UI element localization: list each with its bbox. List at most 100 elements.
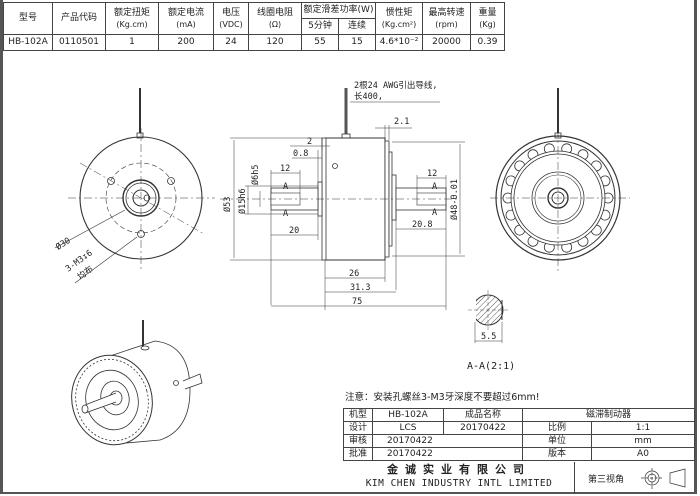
side-grommet bbox=[341, 133, 351, 139]
cell-inertia: 4.6*10⁻² bbox=[375, 34, 423, 51]
dim-2-1: 2.1 bbox=[394, 117, 409, 127]
weight-unit: (Kg) bbox=[479, 19, 496, 29]
cell-slip-5min: 55 bbox=[301, 34, 339, 51]
section-mark-right-top: A bbox=[432, 182, 437, 192]
dim-d48: Ø48-0.01 bbox=[449, 179, 460, 220]
iso-scallop-ring bbox=[75, 358, 149, 442]
inertia-unit: (Kg.cm²) bbox=[381, 19, 417, 29]
header-product-code: 产品代码 bbox=[52, 2, 106, 35]
inertia-label: 惯性矩 bbox=[385, 7, 413, 18]
cell-rated-torque: 1 bbox=[105, 34, 159, 51]
rated-current-label: 额定电流 bbox=[167, 7, 204, 18]
weight-label: 重量 bbox=[478, 7, 497, 18]
mount-hole bbox=[107, 177, 115, 185]
wire-note-2: 长400, bbox=[354, 91, 383, 102]
max-speed-label: 最高转速 bbox=[428, 7, 465, 18]
side-hole bbox=[332, 163, 338, 169]
iso-rear-shaft bbox=[182, 373, 203, 390]
dim-12-left: 12 bbox=[280, 164, 290, 174]
design-date: 20170422 bbox=[443, 421, 523, 435]
right-hub bbox=[391, 174, 397, 221]
mount-hole bbox=[167, 177, 175, 185]
dim-2: 2 bbox=[307, 137, 312, 147]
company-name-en: KIM CHEN INDUSTRY INTL LIMITED bbox=[365, 478, 553, 489]
company-name-cn: 金诚实业有限公司 bbox=[387, 463, 531, 476]
dim-0-8: 0.8 bbox=[293, 149, 308, 159]
header-max-speed: 最高转速(rpm) bbox=[422, 2, 471, 35]
design-value: LCS bbox=[372, 421, 444, 435]
third-angle-projection-icon bbox=[641, 468, 686, 489]
dim-d6h5: Ø6h5 bbox=[250, 165, 261, 185]
cell-weight: 0.39 bbox=[470, 34, 505, 51]
dim-20-8: 20.8 bbox=[412, 220, 432, 230]
version-label: 版本 bbox=[522, 447, 592, 461]
cell-rated-current: 200 bbox=[158, 34, 214, 51]
section-mark-left-bottom: A bbox=[283, 209, 288, 219]
model-label: 机型 bbox=[343, 408, 373, 422]
header-model: 型号 bbox=[3, 2, 53, 35]
front-view: Ø30 3-M3↧6 均布 bbox=[54, 88, 215, 284]
rear-shaft-collar bbox=[547, 187, 569, 209]
wire-note-1: 2根24 AWG引出导线, bbox=[354, 80, 437, 91]
scale-value: 1:1 bbox=[591, 421, 695, 435]
cell-max-speed: 20000 bbox=[422, 34, 471, 51]
unit-label: 单位 bbox=[522, 434, 592, 448]
iso-side-hole bbox=[173, 380, 179, 386]
scale-label: 比例 bbox=[522, 421, 592, 435]
section-mark-right-bottom: A bbox=[432, 208, 437, 218]
wire-grommet bbox=[136, 132, 144, 139]
leader-d30 bbox=[54, 209, 126, 249]
design-label: 设计 bbox=[343, 421, 373, 435]
iso-shaft-end bbox=[81, 404, 89, 414]
max-speed-unit: (rpm) bbox=[435, 19, 458, 29]
projection-label: 第三视角 bbox=[588, 475, 625, 485]
dim-31-3: 31.3 bbox=[350, 283, 370, 293]
side-view: 2根24 AWG引出导线, 长400, Ø53 Ø15h6 Ø6h5 2 0.8… bbox=[220, 80, 465, 310]
header-voltage: 电压(VDC) bbox=[213, 2, 249, 35]
review-value: 20170422 bbox=[372, 434, 523, 448]
leader-holes bbox=[74, 236, 138, 284]
warning-note: 注意：安装孔螺丝3-M3牙深度不要超过6mm! bbox=[345, 392, 540, 403]
voltage-label: 电压 bbox=[221, 7, 240, 18]
dim-20: 20 bbox=[289, 226, 299, 236]
title-block: 机型 HB-102A 成品名称 磁滞制动器 设计 LCS 20170422 比例… bbox=[343, 408, 695, 461]
section-label: A-A(2:1) bbox=[467, 361, 515, 372]
product-name-value: 磁滞制动器 bbox=[522, 408, 695, 422]
dim-5-5: 5.5 bbox=[481, 332, 496, 342]
header-inertia: 惯性矩(Kg.cm²) bbox=[375, 2, 423, 35]
dim-75: 75 bbox=[352, 297, 362, 307]
review-label: 审核 bbox=[343, 434, 373, 448]
unit-value: mm bbox=[591, 434, 695, 448]
coil-resistance-label: 线圈电阻 bbox=[256, 7, 293, 18]
dim-26: 26 bbox=[349, 269, 359, 279]
cell-model: HB-102A bbox=[3, 34, 53, 51]
cell-product-code: 0110501 bbox=[52, 34, 106, 51]
spec-table: 型号 产品代码 额定扭矩(Kg.cm) 额定电流(mA) 电压(VDC) 线圈电… bbox=[3, 2, 505, 51]
title-divider bbox=[574, 462, 575, 494]
version-value: A0 bbox=[591, 447, 695, 461]
company-block: 金诚实业有限公司 KIM CHEN INDUSTRY INTL LIMITED bbox=[344, 463, 574, 493]
center-line-diag bbox=[79, 162, 205, 235]
rated-current-unit: (mA) bbox=[176, 19, 196, 29]
dim-d15h6: Ø15h6 bbox=[237, 188, 248, 214]
voltage-unit: (VDC) bbox=[219, 19, 243, 29]
dim-12-right: 12 bbox=[427, 169, 437, 179]
approve-value: 20170422 bbox=[372, 447, 523, 461]
section-mark-left-top: A bbox=[283, 182, 288, 192]
rear-hub-ring bbox=[531, 171, 585, 225]
rated-torque-unit: (Kg.cm) bbox=[116, 19, 148, 29]
model-value: HB-102A bbox=[372, 408, 444, 422]
section-a-a: 5.5 A-A(2:1) bbox=[467, 290, 515, 372]
isometric-view bbox=[71, 320, 203, 446]
header-rated-current: 额定电流(mA) bbox=[158, 2, 214, 35]
coil-resistance-unit: (Ω) bbox=[268, 19, 282, 29]
dim-d30: Ø30 bbox=[54, 235, 73, 252]
rear-view bbox=[490, 88, 630, 272]
dim-d53: Ø53 bbox=[222, 197, 233, 212]
iso-grommet bbox=[140, 345, 150, 351]
product-name-label: 成品名称 bbox=[443, 408, 523, 422]
header-weight: 重量(Kg) bbox=[470, 2, 505, 35]
approve-label: 批准 bbox=[343, 447, 373, 461]
